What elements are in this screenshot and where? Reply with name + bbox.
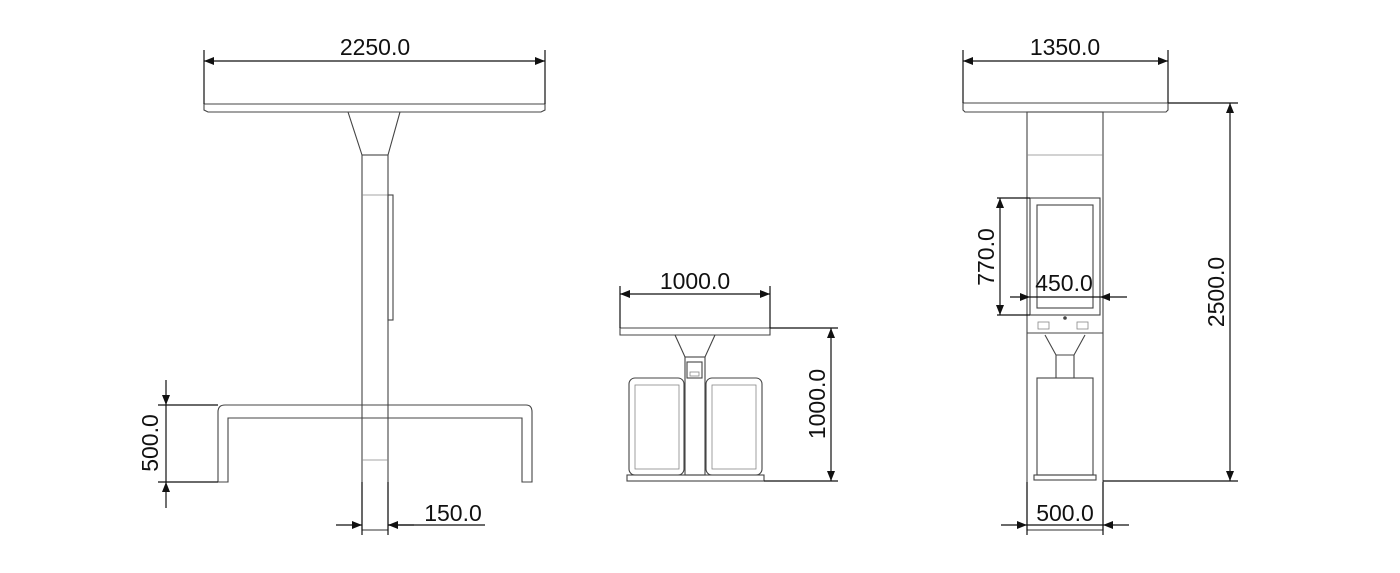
dimension-base-width: 500.0 [1036,500,1094,526]
screen-frame [1029,197,1101,316]
bin [1036,377,1094,476]
front-view: 2250.0 500.0 150.0 [137,34,546,535]
control-box [686,361,703,379]
canopy-roof [619,327,771,336]
bin-right [705,377,763,476]
sensor-dot [1063,316,1067,320]
dimension-side-height: 1000.0 [804,369,830,439]
canopy-roof [962,102,1169,113]
dimension-screen-height: 770.0 [973,228,999,286]
dimension-side-width: 1000.0 [660,268,730,294]
dimension-total-height: 2500.0 [1203,257,1229,327]
side-view: 1000.0 1000.0 [619,268,838,482]
funnel [674,334,716,358]
dimension-leg-height: 500.0 [137,414,163,472]
dimension-rear-width: 1350.0 [1030,34,1100,60]
funnel [347,111,401,156]
bench-frame [217,404,533,483]
pole [361,154,389,531]
base-plate [626,474,765,482]
dimension-screen-width: 450.0 [1035,270,1093,296]
rear-view: 1350.0 770.0 450.0 2500.0 500.0 [962,34,1238,535]
column [1026,111,1104,531]
bin-left [628,377,685,476]
base-plate [1033,474,1097,481]
canopy-roof [203,103,546,113]
dimension-pole-width: 150.0 [424,500,482,526]
side-panel [387,194,394,321]
dimension-front-width: 2250.0 [340,34,410,60]
screen [1036,204,1094,309]
funnel [1044,334,1086,378]
